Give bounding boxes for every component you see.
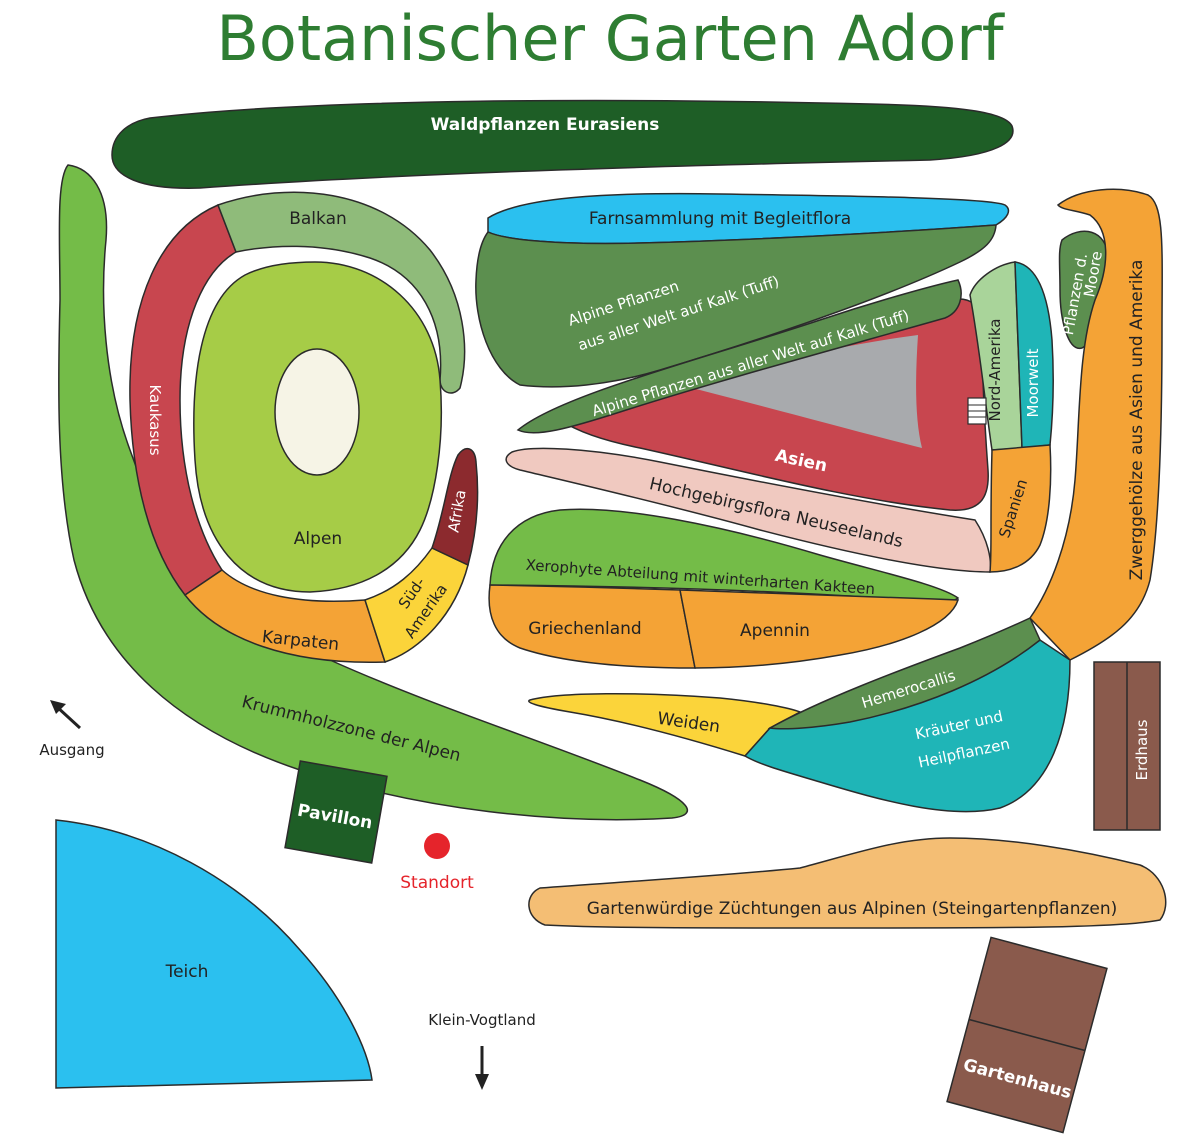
bed-gartenwuerdig[interactable]: [528, 837, 1167, 929]
label-zwerg: Zwerggehölze aus Asien und Amerika: [1127, 260, 1147, 581]
building-pavillon[interactable]: [284, 760, 388, 864]
bridge-icon: [967, 397, 987, 425]
bed-xerophyte[interactable]: [489, 508, 960, 604]
page-title: Botanischer Garten Adorf: [216, 2, 1005, 75]
bed-spanien[interactable]: [989, 444, 1052, 573]
bed-balkan[interactable]: [217, 191, 466, 394]
label-waldpflanzen: Waldpflanzen Eurasiens: [431, 115, 660, 135]
label-klein-vogtland[interactable]: Klein-Vogtland: [428, 1011, 536, 1029]
bed-alpen-center: [274, 348, 360, 476]
bed-moorwelt[interactable]: [1014, 261, 1055, 449]
bed-nordamerika[interactable]: [969, 261, 1023, 451]
label-nordamerika: Nord-Amerika: [986, 319, 1004, 422]
red-dot-icon: [424, 833, 450, 859]
label-alpen: Alpen: [294, 529, 342, 549]
bed-alpine-strip[interactable]: [516, 279, 962, 434]
bed-griechenland[interactable]: [488, 584, 696, 669]
bed-apennin[interactable]: [679, 589, 960, 669]
building-erdhaus[interactable]: [1093, 661, 1161, 831]
label-farn: Farnsammlung mit Begleitflora: [589, 209, 851, 229]
building-gartenhaus[interactable]: [946, 936, 1108, 1134]
bed-teich[interactable]: [55, 819, 373, 1089]
bed-zwerg[interactable]: [1029, 188, 1163, 661]
bed-krummholz[interactable]: [57, 164, 689, 821]
arrow-up-left-icon[interactable]: [50, 700, 82, 730]
label-ausgang[interactable]: Ausgang: [39, 741, 104, 759]
arrow-down-icon[interactable]: [475, 1046, 489, 1090]
label-kaukasus: Kaukasus: [146, 384, 164, 455]
label-moorwelt: Moorwelt: [1024, 348, 1042, 417]
bed-hemerocallis[interactable]: [767, 617, 1041, 730]
bed-waldpflanzen[interactable]: [111, 99, 1014, 189]
label-teich: Teich: [165, 962, 209, 982]
label-apennin: Apennin: [740, 621, 810, 641]
bed-alpine-pflanzen[interactable]: [475, 224, 997, 388]
bed-afrika[interactable]: [431, 447, 479, 567]
label-balkan: Balkan: [289, 209, 347, 229]
bed-asien-grey: [680, 335, 922, 448]
label-erdhaus: Erdhaus: [1133, 719, 1151, 780]
label-griechenland: Griechenland: [528, 619, 641, 639]
label-standort: Standort: [400, 873, 474, 893]
label-gartenwuerdig: Gartenwürdige Züchtungen aus Alpinen (St…: [587, 899, 1118, 919]
